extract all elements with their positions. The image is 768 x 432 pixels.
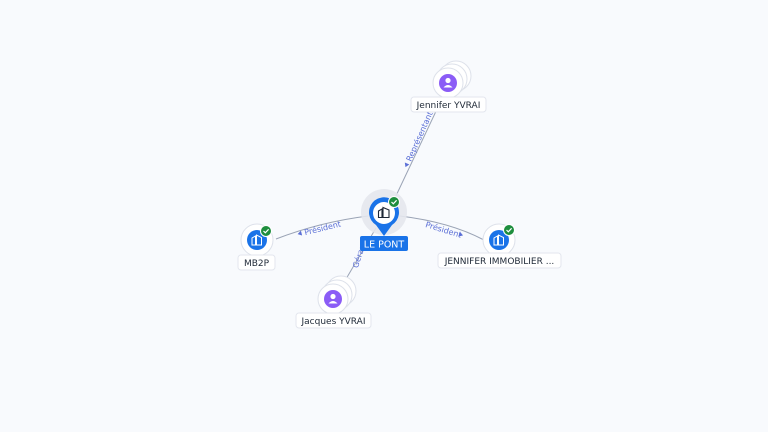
edge-label-president-jennifer-immobilier: Président bbox=[424, 219, 463, 239]
edge-center-mb2p bbox=[275, 215, 369, 240]
edge-label-representant: Représentant bbox=[404, 110, 435, 163]
arrow-icon bbox=[297, 230, 303, 236]
node-jacques-yvrai[interactable]: Jacques YVRAI bbox=[295, 275, 372, 329]
verified-check-icon bbox=[260, 225, 272, 237]
person-icon bbox=[324, 290, 342, 308]
building-icon bbox=[377, 206, 390, 219]
arrow-icon bbox=[458, 231, 464, 237]
center-label: LE PONT bbox=[364, 240, 405, 251]
verified-check-icon bbox=[388, 196, 400, 208]
node-jennifer-yvrai[interactable]: Jennifer YVRAI bbox=[410, 60, 487, 113]
edge-center-jennifer-immobilier bbox=[399, 215, 485, 241]
node-center-le-pont[interactable]: LE PONT bbox=[360, 189, 408, 251]
edge-label-president-mb2p: Président bbox=[303, 219, 342, 238]
verified-check-icon bbox=[503, 224, 515, 236]
node-label-jennifer-yvrai: Jennifer YVRAI bbox=[416, 101, 481, 111]
node-label-jacques-yvrai: Jacques YVRAI bbox=[301, 317, 366, 327]
arrow-icon bbox=[404, 162, 410, 168]
person-icon bbox=[439, 74, 457, 92]
building-icon bbox=[489, 230, 509, 250]
center-label-box bbox=[360, 236, 408, 251]
node-mb2p[interactable]: MB2P bbox=[237, 223, 276, 271]
node-jennifer-immobilier[interactable]: JENNIFER IMMOBILIER ... bbox=[437, 223, 562, 269]
node-label-jennifer-immobilier: JENNIFER IMMOBILIER ... bbox=[444, 257, 555, 267]
node-label-mb2p: MB2P bbox=[244, 259, 270, 269]
